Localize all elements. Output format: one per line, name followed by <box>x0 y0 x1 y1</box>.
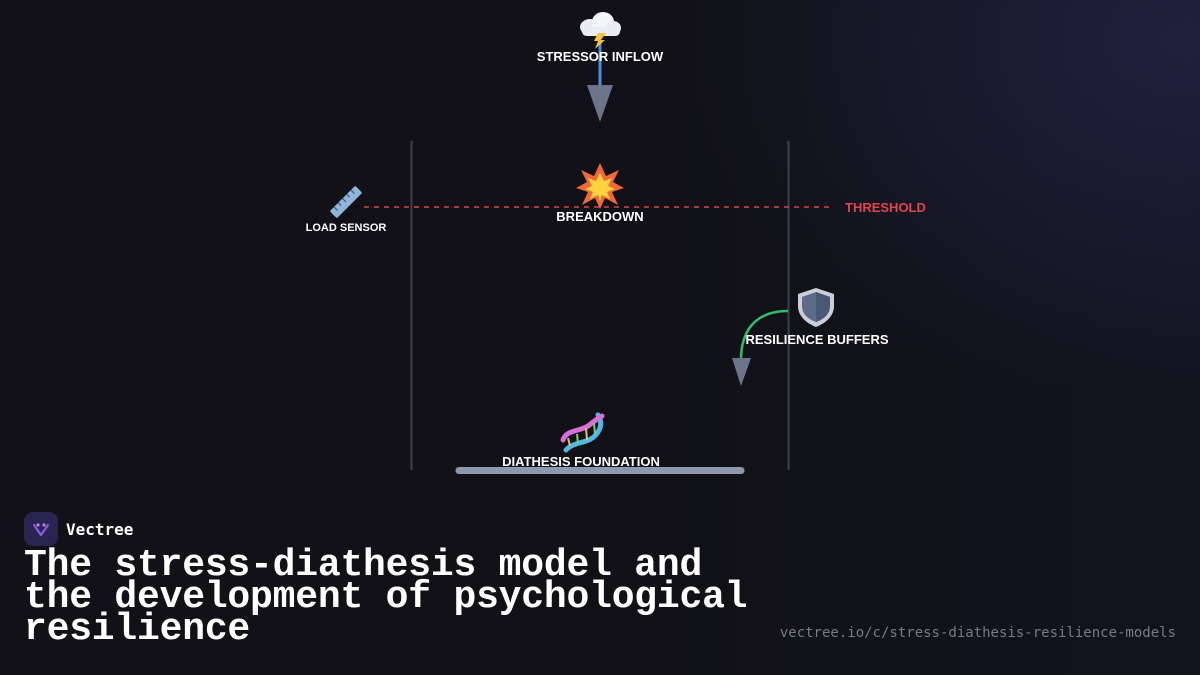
brand-name: Vectree <box>66 519 134 539</box>
source-url[interactable]: vectree.io/c/stress-diathesis-resilience… <box>779 625 1176 641</box>
vectree-logo-icon <box>24 512 58 546</box>
dna-icon <box>560 412 605 453</box>
resilience-arrowhead <box>732 358 751 386</box>
stressor-inflow-label: STRESSOR INFLOW <box>537 49 664 64</box>
load-sensor-label: LOAD SENSOR <box>306 222 387 234</box>
ruler-icon <box>330 186 362 218</box>
page-title: The stress-diathesis model and the devel… <box>24 544 748 651</box>
stressor-arrowhead <box>587 85 613 122</box>
resilience-flow-curve <box>739 309 789 361</box>
threshold-label: THRESHOLD <box>845 200 926 215</box>
breakdown-label: BREAKDOWN <box>556 209 643 224</box>
resilience-buffers-label: RESILIENCE BUFFERS <box>745 332 888 347</box>
storm-cloud-icon <box>580 12 621 49</box>
diathesis-foundation-label: DIATHESIS FOUNDATION <box>502 454 660 469</box>
shield-icon <box>798 288 834 327</box>
collision-icon <box>576 163 624 209</box>
diagram: STRESSOR INFLOW BREAKDOWN THRESHOLD LOAD… <box>306 12 926 474</box>
brand[interactable]: Vectree <box>24 512 133 546</box>
